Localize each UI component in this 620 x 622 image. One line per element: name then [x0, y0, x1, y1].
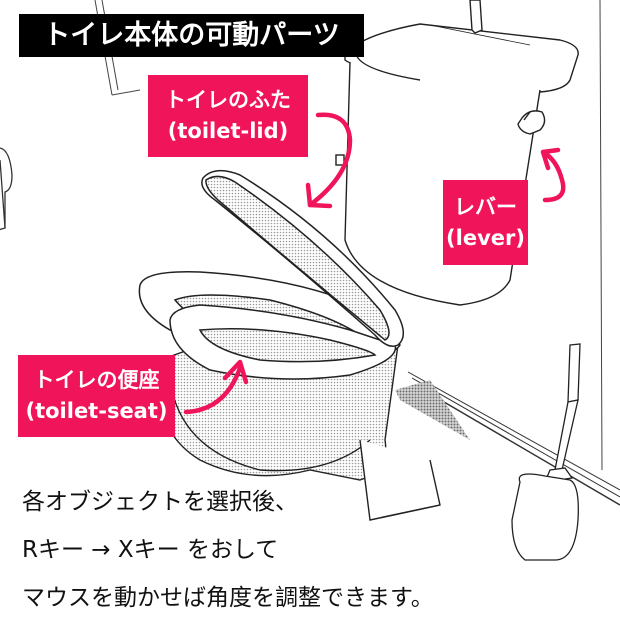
toilet-seat-label-en: (toilet-seat) — [25, 399, 168, 423]
lever-label-jp: レバー — [454, 194, 517, 219]
toilet-seat-label: トイレの便座 (toilet-seat) — [18, 355, 175, 437]
seat-arrow-icon — [183, 365, 243, 415]
lever-label: レバー (lever) — [443, 180, 528, 265]
toilet-lid-label: トイレのふた (toilet-lid) — [148, 75, 308, 157]
instruction-line-3: マウスを動かせば角度を調整できます。 — [22, 585, 434, 611]
page-title: トイレ本体の可動パーツ — [19, 14, 364, 57]
lever-arrow-head-icon — [540, 147, 561, 171]
lid-arrow-icon — [307, 112, 353, 208]
instruction-line-2: Rキー → Xキー をおして — [22, 537, 279, 563]
toilet-seat — [138, 271, 401, 380]
instruction-line-1: 各オブジェクトを選択後、 — [22, 489, 298, 515]
floor-baseboard — [395, 371, 620, 506]
annotation-arrows — [183, 112, 566, 415]
instructions: 各オブジェクトを選択後、 Rキー → Xキー をおして マウスを動かせば角度を調… — [22, 478, 434, 622]
toilet-brush — [511, 343, 581, 561]
paper-holder — [0, 147, 13, 231]
lever-arrow-icon — [540, 149, 566, 203]
lid-arrow-head-icon — [305, 182, 333, 209]
toilet-seat-label-jp: トイレの便座 — [33, 368, 160, 392]
toilet-lid — [201, 169, 404, 347]
lever-label-en: (lever) — [446, 225, 525, 250]
toilet-lid-label-jp: トイレのふた — [165, 88, 291, 112]
seat-arrow-head-icon — [222, 359, 249, 385]
toilet-lid-label-en: (toilet-lid) — [167, 119, 289, 143]
